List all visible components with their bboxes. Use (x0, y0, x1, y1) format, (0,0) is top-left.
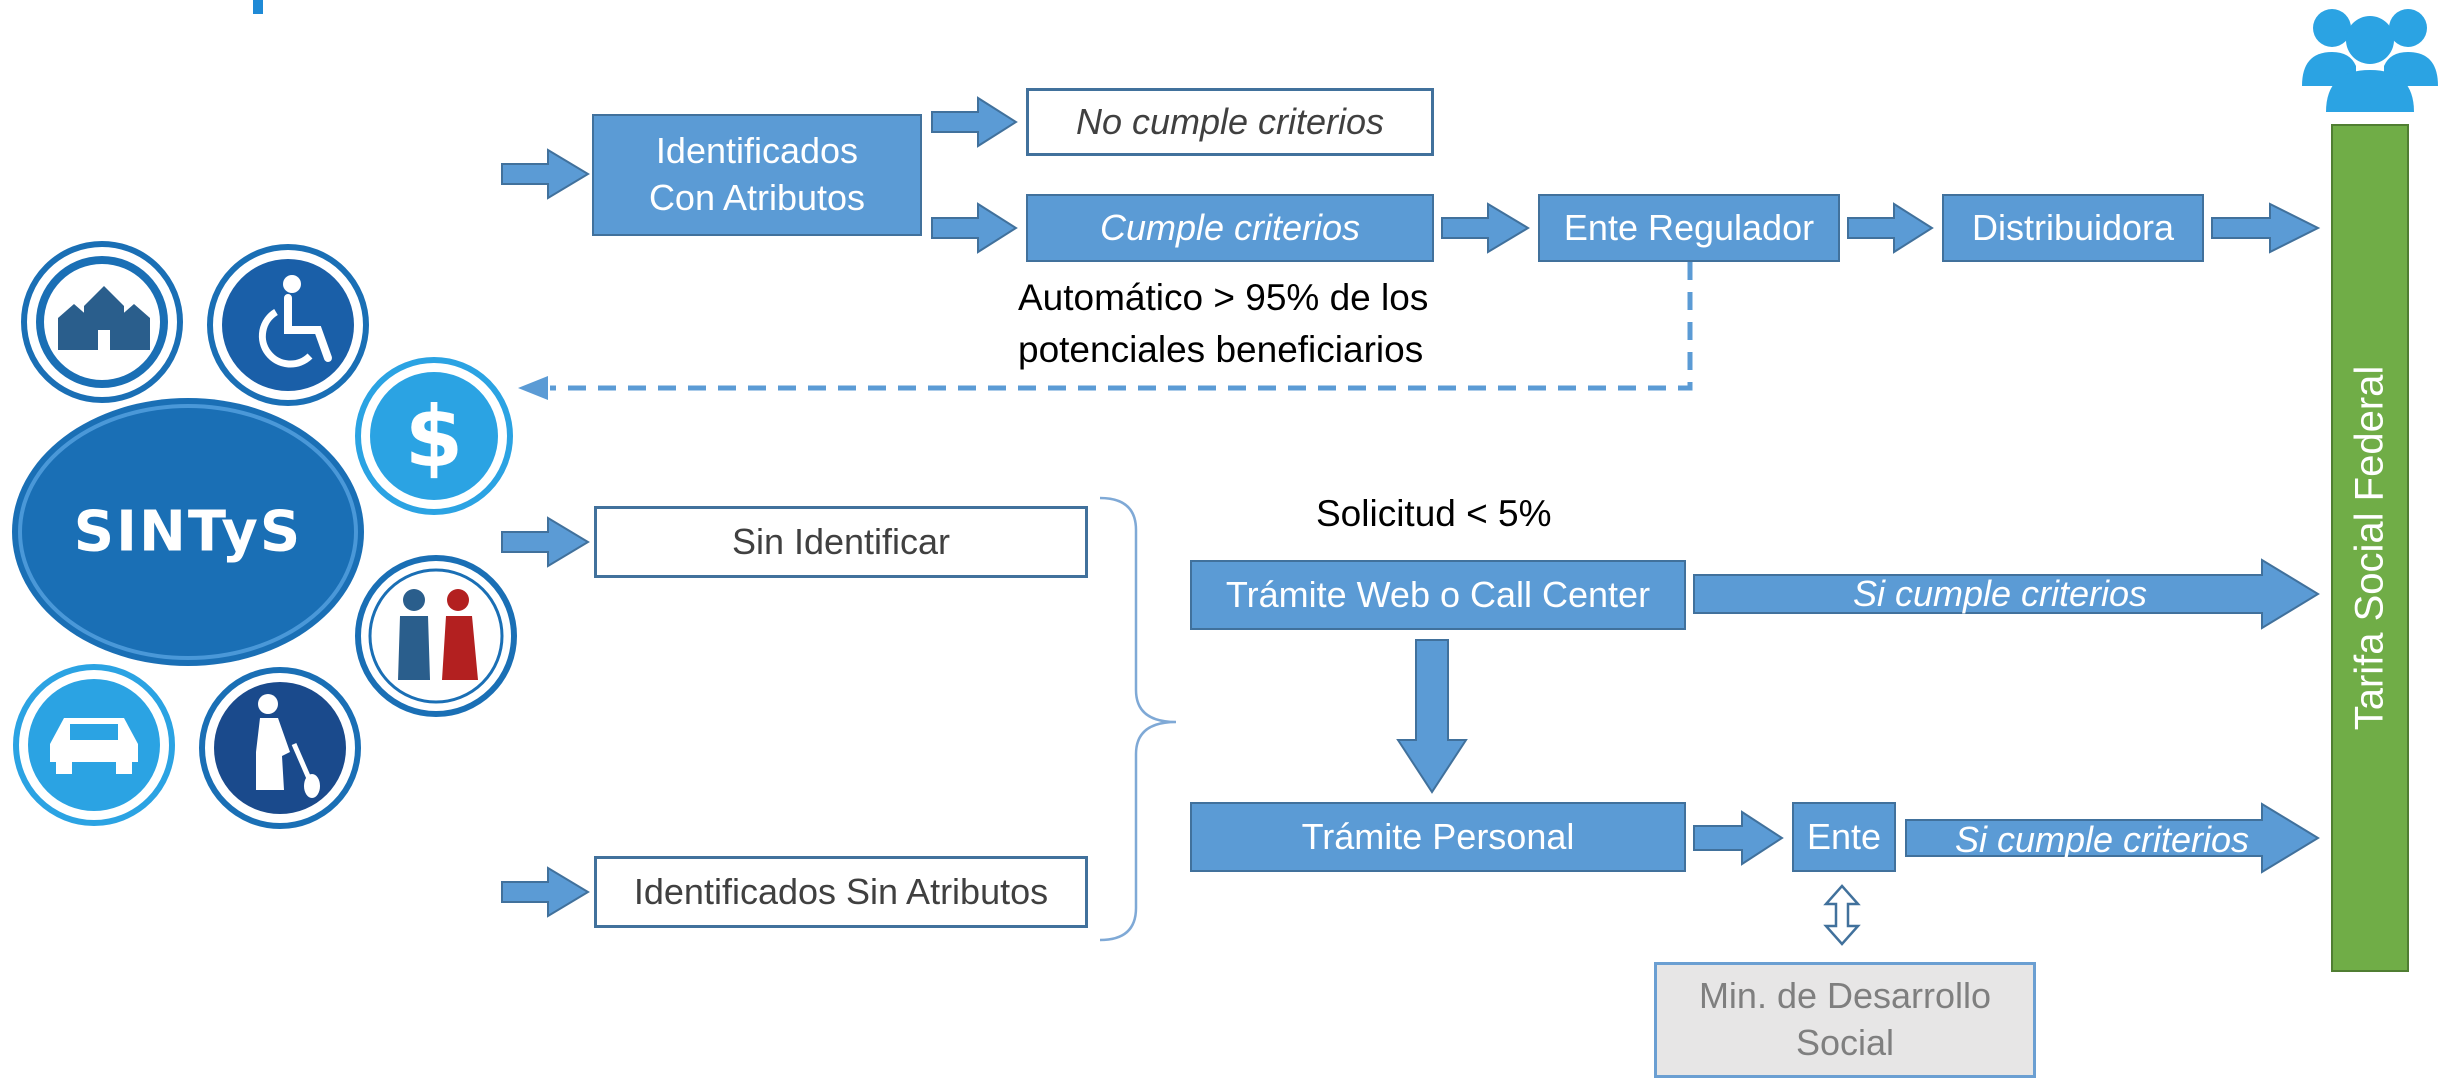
sin-identificar-box: Sin Identificar (594, 506, 1088, 578)
car-icon (13, 664, 175, 826)
box-line-1: Identificados (655, 130, 859, 172)
arrow-to-cumple (931, 202, 1018, 254)
min-desarrollo-line-2: Social (1795, 1022, 1895, 1063)
dashed-arrowhead (518, 376, 548, 400)
arrow-web-si-cumple (1693, 558, 2320, 630)
arrow-ente-si-cumple (1905, 802, 2320, 874)
sintys-ellipse (12, 398, 364, 666)
ente-regulador-label: Ente Regulador (1563, 206, 1815, 248)
elderly-couple-icon (355, 555, 517, 717)
dollar-icon: $ (355, 357, 513, 515)
identificados-sin-atributos-box: Identificados Sin Atributos (594, 856, 1088, 928)
tramite-personal-box: Trámite Personal (1190, 802, 1686, 872)
tramite-web-box: Trámite Web o Call Center (1190, 560, 1686, 630)
solicitud-note: Solicitud < 5% (1316, 493, 1552, 534)
automatico-note: Automático > 95% de los potenciales bene… (1018, 272, 1428, 376)
arrow-to-distribuidora (1847, 202, 1934, 254)
arrow-into-sin-identificar (501, 516, 590, 568)
arrow-to-ente-regulador (1441, 202, 1530, 254)
cumple-label: Cumple criterios (1099, 206, 1361, 248)
distribuidora-box: Distribuidora (1942, 194, 2204, 262)
tramite-personal-label: Trámite Personal (1301, 815, 1575, 857)
identificados-con-atributos-box: Identificados Con Atributos (592, 114, 922, 236)
no-cumple-criterios-box: No cumple criterios (1026, 88, 1434, 156)
min-desarrollo-line-1: Min. de Desarrollo (1698, 975, 1992, 1017)
ente-box: Ente (1792, 802, 1896, 872)
automatico-line-2: potenciales beneficiarios (1018, 328, 1424, 370)
wheelchair-icon (207, 244, 369, 406)
sin-identificar-label: Sin Identificar (731, 520, 951, 562)
dashed-feedback-line (550, 262, 1693, 391)
arrow-to-no-cumple (931, 96, 1018, 148)
title-fragment (253, 0, 263, 14)
ente-si-cumple-label: Si cumple criterios (1954, 819, 2250, 860)
arrow-into-con-atributos (501, 148, 590, 200)
automatico-line-1: Automático > 95% de los (1018, 277, 1429, 318)
ente-regulador-box: Ente Regulador (1538, 194, 1840, 262)
tarifa-social-federal-label: Tarifa Social Federal (2347, 365, 2392, 731)
box-line-2: Con Atributos (648, 177, 866, 218)
arrow-into-sin-atributos (501, 866, 590, 918)
sintys-cluster: $ (12, 241, 517, 829)
min-desarrollo-social-box: Min. de Desarrollo Social (1654, 962, 2036, 1078)
cumple-criterios-box: Cumple criterios (1026, 194, 1434, 262)
ente-label: Ente (1806, 815, 1882, 857)
pregnant-woman-icon (199, 667, 361, 829)
sin-atributos-label: Identificados Sin Atributos (633, 870, 1049, 912)
houses-icon (21, 241, 183, 403)
web-si-cumple-label: Si cumple criterios (1852, 573, 2148, 614)
arrow-personal-to-ente (1693, 810, 1784, 866)
double-arrow-icon (1823, 884, 1861, 946)
no-cumple-label: No cumple criterios (1075, 100, 1385, 142)
svg-text:$: $ (405, 388, 463, 486)
tramite-web-label: Trámite Web o Call Center (1225, 573, 1651, 615)
distribuidora-label: Distribuidora (1971, 206, 2175, 248)
arrow-web-to-personal (1396, 639, 1468, 794)
curly-brace (1099, 496, 1177, 942)
tarifa-social-federal-bar (2331, 124, 2409, 972)
arrow-to-tarifa-social (2211, 202, 2321, 254)
sintys-label: SINTyS (73, 499, 303, 565)
users-group-icon (2302, 9, 2438, 112)
